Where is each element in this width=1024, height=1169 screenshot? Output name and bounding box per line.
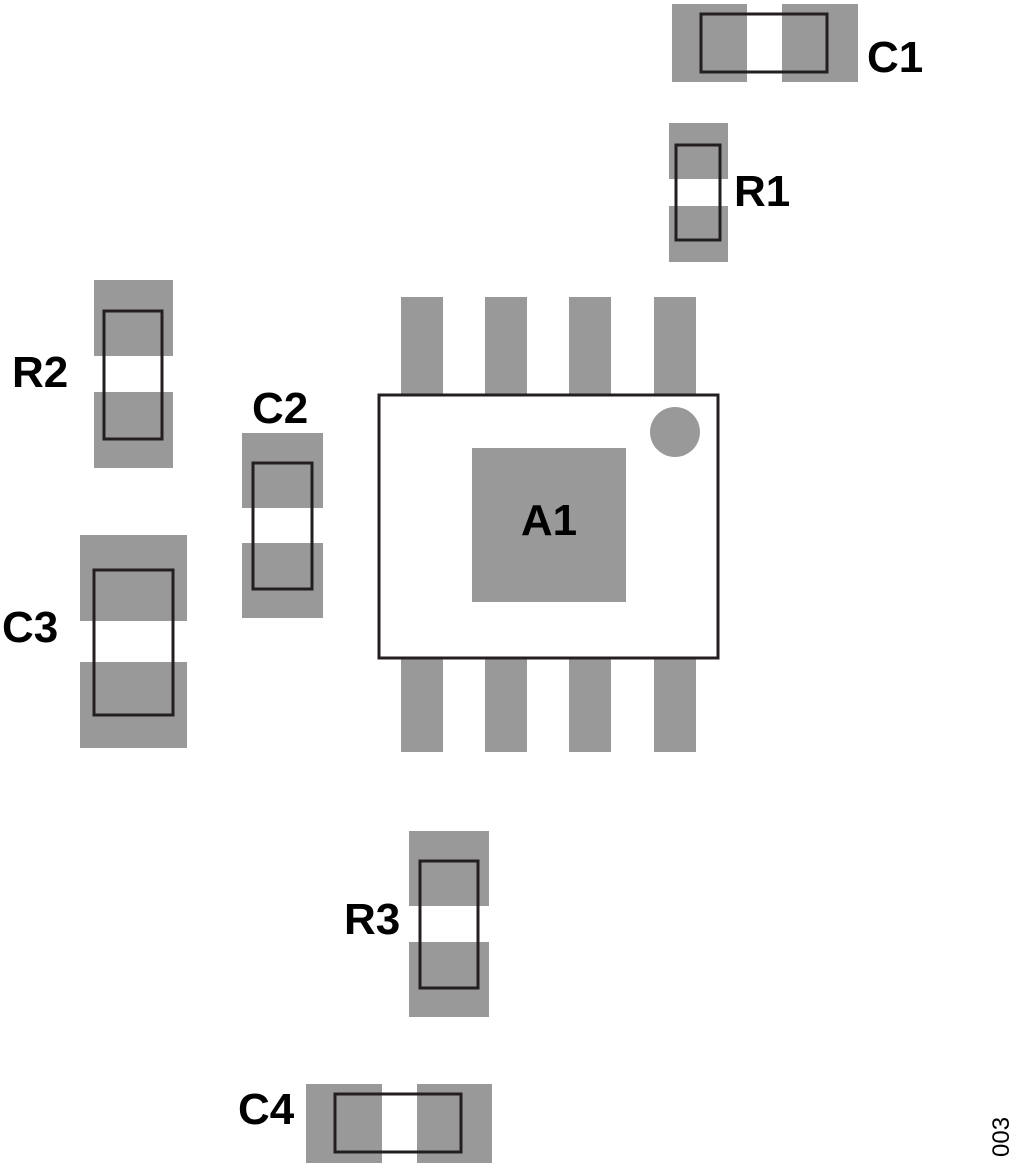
- r1-pad-top: [669, 123, 728, 179]
- component-r1: R1: [669, 123, 790, 262]
- c3-label: C3: [2, 603, 58, 652]
- c1-label: C1: [867, 33, 923, 82]
- a1-pin-1: [401, 652, 443, 752]
- c4-pad-right: [417, 1084, 492, 1163]
- component-r2: R2: [12, 280, 173, 468]
- r1-pad-bottom: [669, 206, 728, 262]
- a1-pin-7: [485, 297, 527, 397]
- c4-label: C4: [238, 1085, 295, 1134]
- c2-pad-top: [242, 433, 323, 508]
- component-c1: C1: [672, 4, 923, 82]
- r3-pad-bottom: [409, 942, 489, 1017]
- r3-label: R3: [344, 895, 400, 944]
- component-c3: C3: [2, 535, 187, 748]
- c2-body-outline: [251, 461, 314, 591]
- a1-label: A1: [521, 496, 577, 545]
- c1-body-outline: [699, 12, 829, 74]
- component-r3: R3: [344, 831, 489, 1017]
- c3-pad-top: [80, 535, 187, 621]
- r3-body-outline: [418, 859, 480, 990]
- c4-body-outline: [333, 1092, 463, 1154]
- r1-body-outline: [674, 143, 722, 242]
- c1-pad-left: [672, 4, 747, 82]
- c4-pad-left: [306, 1084, 382, 1163]
- a1-exposed-pad: [472, 448, 626, 602]
- r3-pad-top: [409, 831, 489, 906]
- r2-pad-top: [94, 280, 173, 356]
- c3-body-outline: [92, 568, 175, 717]
- a1-body-outline: [377, 393, 720, 660]
- c1-pad-right: [782, 4, 858, 82]
- component-c2: C2: [242, 384, 323, 618]
- component-a1: A1: [377, 297, 720, 752]
- a1-pin-6: [569, 297, 611, 397]
- component-c4: C4: [238, 1084, 492, 1163]
- a1-pin-3: [569, 652, 611, 752]
- a1-pin-2: [485, 652, 527, 752]
- r2-pad-bottom: [94, 392, 173, 468]
- c2-label: C2: [252, 384, 308, 433]
- a1-pin-5: [654, 297, 696, 397]
- r2-label: R2: [12, 348, 68, 397]
- c3-pad-bottom: [80, 662, 187, 748]
- r2-body-outline: [102, 309, 164, 441]
- a1-pin-4: [654, 652, 696, 752]
- a1-pin-8: [401, 297, 443, 397]
- pin1-marker-dot: [650, 407, 700, 457]
- r1-label: R1: [734, 167, 790, 216]
- c2-pad-bottom: [242, 543, 323, 618]
- figure-number: 003: [988, 1117, 1015, 1157]
